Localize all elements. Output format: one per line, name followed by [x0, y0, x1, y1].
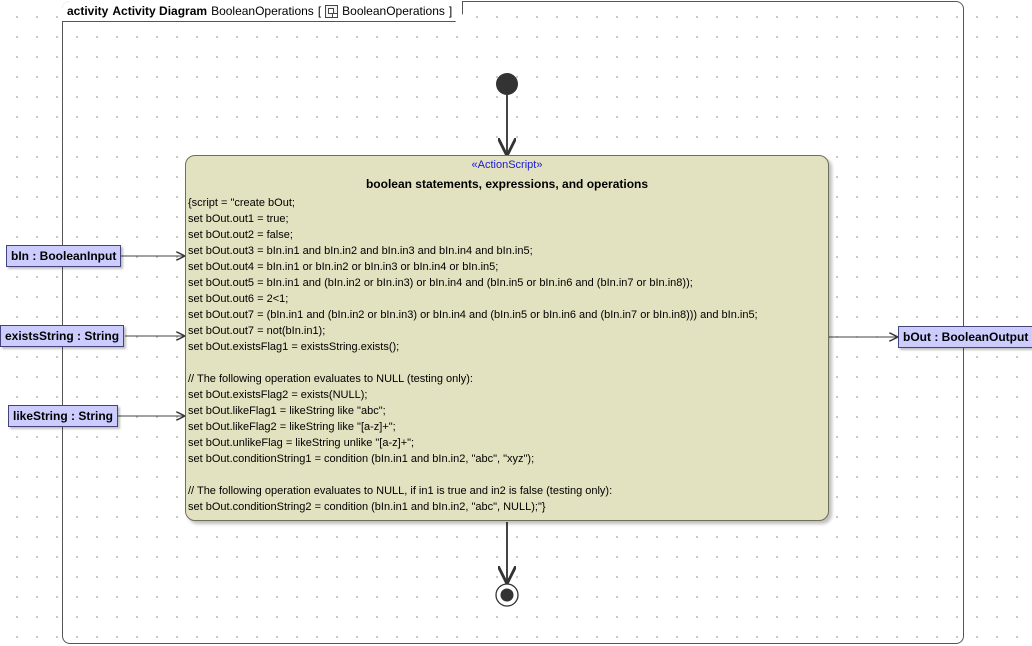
script-line: set bOut.unlikeFlag = likeString unlike …: [188, 437, 415, 449]
script-line: set bOut.existsFlag2 = exists(NULL);: [188, 389, 368, 401]
frame-ref-close: ]: [448, 4, 453, 18]
frame-ref-open: [: [317, 4, 322, 18]
script-line: set bOut.likeFlag2 = likeString like "[a…: [188, 421, 396, 433]
script-line: set bOut.existsFlag1 = existsString.exis…: [188, 341, 400, 353]
script-line: set bOut.out2 = false;: [188, 229, 293, 241]
script-line: set bOut.likeFlag1 = likeString like "ab…: [188, 405, 386, 417]
frame-behavior: BooleanOperations: [211, 4, 314, 18]
action-script-node[interactable]: «ActionScript» boolean statements, expre…: [185, 155, 829, 521]
frame-name: Activity Diagram: [112, 4, 208, 18]
input-pin-likestring[interactable]: likeString : String: [8, 405, 119, 427]
action-title: boolean statements, expressions, and ope…: [365, 177, 649, 191]
script-line: [188, 467, 824, 483]
frame-reference-name: BooleanOperations: [342, 4, 445, 18]
script-line: set bOut.out7 = (bIn.in1 and (bIn.in2 or…: [188, 309, 758, 321]
script-line: {script = "create bOut;: [188, 197, 295, 209]
script-line: // The following operation evaluates to …: [188, 485, 613, 497]
script-line: [188, 355, 824, 371]
script-line: set bOut.out5 = bIn.in1 and (bIn.in2 or …: [188, 277, 693, 289]
action-stereotype: «ActionScript»: [471, 159, 543, 171]
script-line: set bOut.out1 = true;: [188, 213, 289, 225]
activity-final-node-core: [500, 588, 514, 602]
script-line: set bOut.out6 = 2<1;: [188, 293, 289, 305]
initial-node[interactable]: [496, 73, 518, 95]
script-line: set bOut.out3 = bIn.in1 and bIn.in2 and …: [188, 245, 533, 257]
output-pin-bout[interactable]: bOut : BooleanOutput: [898, 326, 1032, 348]
activity-frame: [62, 1, 964, 644]
input-pin-existsstring[interactable]: existsString : String: [0, 325, 125, 347]
activity-reference-icon: [325, 5, 338, 18]
input-pin-bin[interactable]: bIn : BooleanInput: [6, 245, 122, 267]
script-line: set bOut.out7 = not(bIn.in1);: [188, 325, 326, 337]
frame-header: activity Activity Diagram BooleanOperati…: [62, 1, 463, 22]
script-line: set bOut.conditionString1 = condition (b…: [188, 453, 535, 465]
script-line: // The following operation evaluates to …: [188, 373, 473, 385]
frame-kind: activity: [67, 4, 109, 18]
script-line: set bOut.conditionString2 = condition (b…: [188, 501, 546, 513]
action-script-body: {script = "create bOut; set bOut.out1 = t…: [188, 195, 824, 515]
script-line: set bOut.out4 = bIn.in1 or bIn.in2 or bI…: [188, 261, 499, 273]
